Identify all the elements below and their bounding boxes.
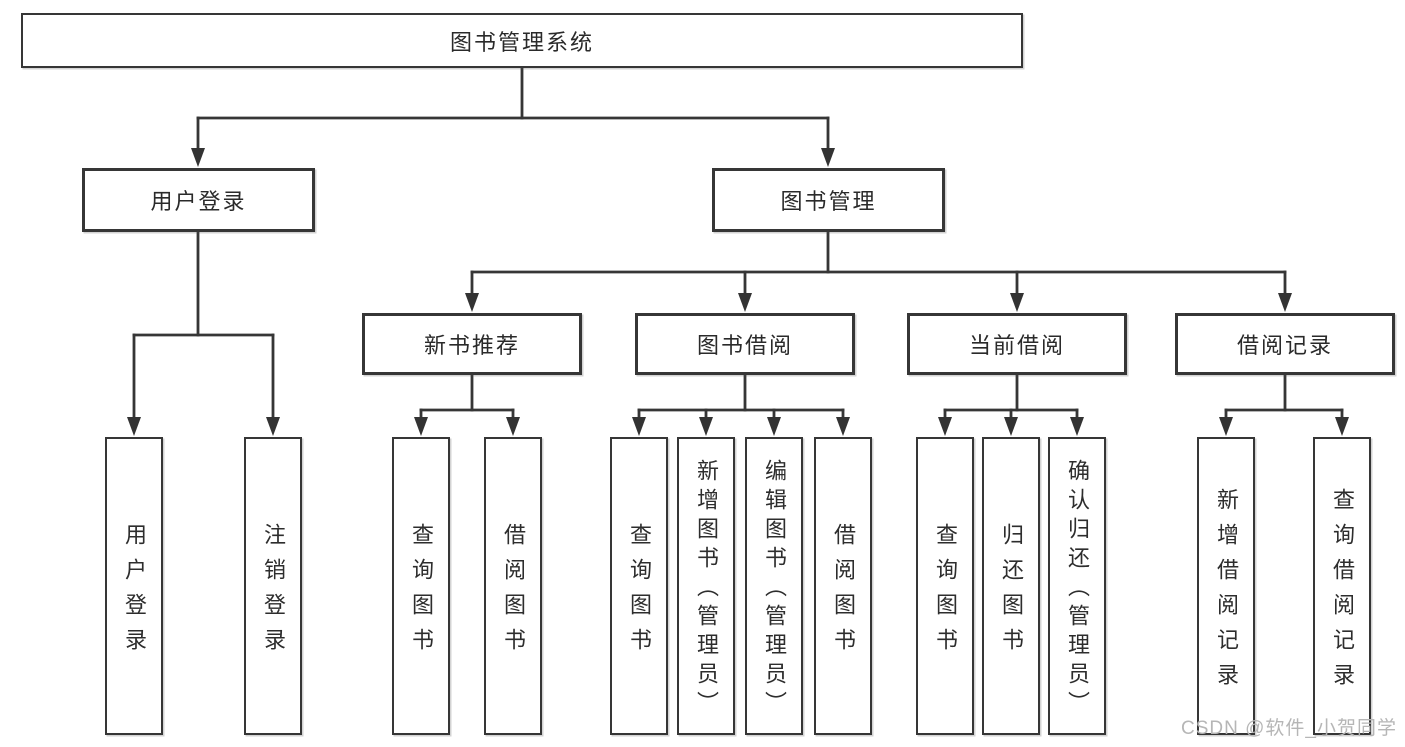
- leaf-user-login: 用户登录: [105, 437, 163, 735]
- node-label: 用户登录: [150, 189, 247, 214]
- leaf-add-borrow-record: 新增借阅记录: [1197, 437, 1255, 735]
- node-book-management: 图书管理: [712, 168, 945, 232]
- leaf-query-books-borrow: 查询图书: [610, 437, 668, 735]
- node-label: 注销登录: [261, 522, 286, 663]
- leaf-query-borrow-record: 查询借阅记录: [1313, 437, 1371, 735]
- node-user-login: 用户登录: [82, 168, 315, 232]
- node-label: 查询图书: [627, 522, 652, 663]
- node-label: 编辑图书（管理员）: [762, 459, 787, 720]
- node-label: 新增借阅记录: [1214, 487, 1239, 698]
- leaf-add-books-admin: 新增图书（管理员）: [677, 437, 735, 735]
- node-label: 借阅记录: [1236, 333, 1333, 358]
- node-library-management-system: 图书管理系统: [21, 13, 1023, 68]
- arrowheads: [127, 148, 1349, 436]
- leaf-borrow-books-recommend: 借阅图书: [484, 437, 542, 735]
- leaf-confirm-return-admin: 确认归还（管理员）: [1048, 437, 1106, 735]
- csdn-watermark: CSDN @软件_小贺同学: [1181, 718, 1397, 739]
- node-borrowing-records: 借阅记录: [1175, 313, 1395, 375]
- leaf-query-books-current: 查询图书: [916, 437, 974, 735]
- node-label: 确认归还（管理员）: [1065, 459, 1090, 720]
- leaf-borrow-books: 借阅图书: [814, 437, 872, 735]
- node-label: 借阅图书: [831, 522, 856, 663]
- leaf-edit-books-admin: 编辑图书（管理员）: [745, 437, 803, 735]
- node-book-borrowing: 图书借阅: [635, 313, 855, 375]
- node-label: 图书管理: [780, 189, 877, 214]
- node-label: 新增图书（管理员）: [694, 459, 719, 720]
- node-label: 借阅图书: [501, 522, 526, 663]
- node-label: 查询借阅记录: [1330, 487, 1355, 698]
- node-label: 图书管理系统: [449, 29, 594, 55]
- node-label: 归还图书: [999, 522, 1024, 663]
- leaf-query-books-recommend: 查询图书: [392, 437, 450, 735]
- node-label: 查询图书: [409, 522, 434, 663]
- node-label: 查询图书: [933, 522, 958, 663]
- node-label: 用户登录: [122, 522, 147, 663]
- node-new-book-recommendation: 新书推荐: [362, 313, 582, 375]
- node-label: 当前借阅: [968, 333, 1065, 358]
- leaf-logout: 注销登录: [244, 437, 302, 735]
- leaf-return-books: 归还图书: [982, 437, 1040, 735]
- node-current-borrowing: 当前借阅: [907, 313, 1127, 375]
- node-label: 图书借阅: [696, 333, 793, 358]
- node-label: 新书推荐: [423, 333, 520, 358]
